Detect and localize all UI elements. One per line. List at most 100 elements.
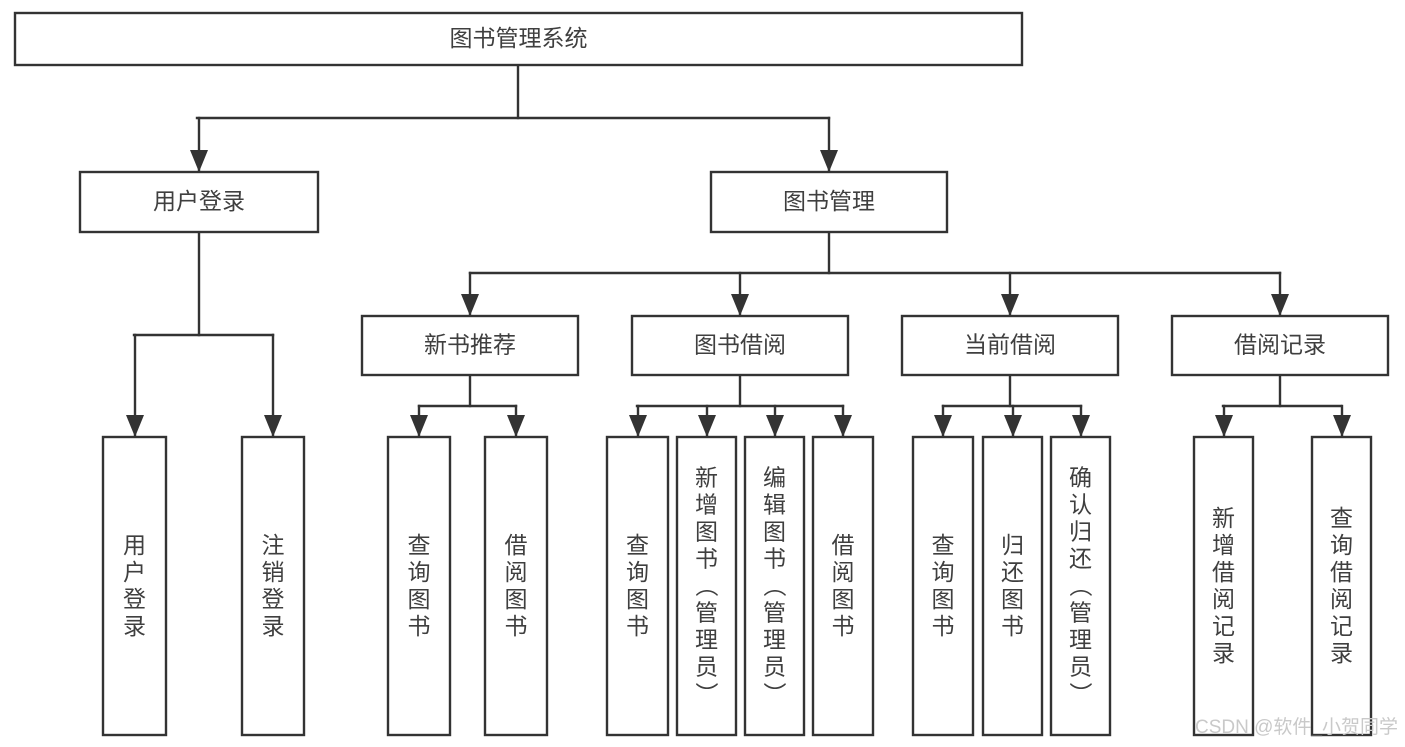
- node-label-char: 书: [932, 613, 955, 639]
- node-label-char: 管: [695, 600, 718, 626]
- node-box-leaf-query-book-b[interactable]: [605, 435, 670, 737]
- connector-arrow-icon: [1215, 415, 1233, 437]
- connector-arrow-icon: [629, 415, 647, 437]
- node-box-user-login[interactable]: [78, 170, 320, 234]
- node-root[interactable]: 图书管理系统: [13, 11, 1024, 67]
- node-user-login[interactable]: 用户登录: [78, 170, 320, 234]
- node-label-char: 增: [1212, 532, 1235, 558]
- node-label-char: 员: [1069, 654, 1092, 680]
- node-label-char: 阅: [505, 559, 528, 585]
- connector-arrow-icon: [1271, 294, 1289, 316]
- connector-arrow-icon: [1072, 415, 1090, 437]
- node-label-char: 图: [626, 586, 649, 612]
- node-label-char: 阅: [832, 559, 855, 585]
- connector-group-bar-borrow-record: [1221, 373, 1343, 408]
- node-leaf-query-book-c[interactable]: 查询图书查询图书: [911, 435, 975, 737]
- node-label-char: 归: [1001, 532, 1024, 558]
- node-label-char: 登: [262, 586, 285, 612]
- node-label-char: 还: [1069, 546, 1092, 572]
- node-label-char: 销: [262, 559, 285, 585]
- node-leaf-query-record[interactable]: 查询借阅记录查询借阅记录: [1310, 435, 1373, 737]
- node-label-char: 图: [763, 519, 786, 545]
- connector-arrow-icon: [507, 415, 525, 437]
- node-label-char: 理: [695, 627, 718, 653]
- node-new-book-recommend[interactable]: 新书推荐: [360, 314, 580, 377]
- node-label-book-manage: 图书管理: [783, 188, 875, 214]
- node-label-char: 书: [832, 613, 855, 639]
- node-label-char: 新: [1212, 505, 1235, 531]
- node-current-borrow[interactable]: 当前借阅: [900, 314, 1120, 377]
- node-label-char: 借: [832, 532, 855, 558]
- node-leaf-logout[interactable]: 注销登录注销登录: [240, 435, 306, 737]
- node-leaf-borrow-book-b[interactable]: 借阅图书借阅图书: [811, 435, 875, 737]
- node-label-char: 书: [505, 613, 528, 639]
- node-label-char: 图: [408, 586, 431, 612]
- connector-group-bar-current-borrow: [941, 373, 1083, 408]
- node-box-leaf-edit-book[interactable]: [743, 435, 806, 737]
- node-book-manage[interactable]: 图书管理: [709, 170, 949, 234]
- node-label-char: 阅: [1212, 586, 1235, 612]
- node-box-leaf-add-book[interactable]: [675, 435, 738, 737]
- connector-arrow-icon: [190, 150, 208, 172]
- node-box-leaf-query-book-c[interactable]: [911, 435, 975, 737]
- node-leaf-query-book-b[interactable]: 查询图书查询图书: [605, 435, 670, 737]
- node-label-char: 新: [695, 465, 718, 491]
- node-box-borrow-record[interactable]: [1170, 314, 1390, 377]
- node-box-leaf-borrow-book-b[interactable]: [811, 435, 875, 737]
- node-leaf-borrow-book-rec[interactable]: 借阅图书借阅图书: [483, 435, 549, 737]
- node-box-leaf-borrow-book-rec[interactable]: [483, 435, 549, 737]
- node-label-char: 记: [1212, 613, 1235, 639]
- node-label-char: 注: [262, 532, 285, 558]
- node-label-char: 辑: [763, 492, 786, 518]
- node-label-char: 户: [123, 559, 146, 585]
- node-label-char: 查: [408, 532, 431, 558]
- node-box-leaf-add-record[interactable]: [1192, 435, 1255, 737]
- node-box-leaf-query-record[interactable]: [1310, 435, 1373, 737]
- node-label-char: 书: [763, 546, 786, 572]
- node-label-char: 图: [695, 519, 718, 545]
- node-label-current-borrow: 当前借阅: [964, 332, 1056, 358]
- node-box-book-borrow[interactable]: [630, 314, 850, 377]
- node-label-char: 图: [505, 586, 528, 612]
- node-label-char: 还: [1001, 559, 1024, 585]
- node-layer: 图书管理系统用户登录图书管理新书推荐图书借阅当前借阅借阅记录用户登录用户登录注销…: [13, 11, 1390, 737]
- node-label-char: （: [762, 574, 788, 597]
- node-label-char: 询: [932, 559, 955, 585]
- node-leaf-return-book[interactable]: 归还图书归还图书: [981, 435, 1044, 737]
- node-label-char: 录: [1212, 640, 1235, 666]
- node-label-char: 书: [1001, 613, 1024, 639]
- node-box-leaf-confirm-return[interactable]: [1049, 435, 1112, 737]
- node-label-char: 查: [932, 532, 955, 558]
- connector-arrow-icon: [698, 415, 716, 437]
- connector-group-bar-book-manage: [468, 230, 1282, 275]
- node-box-current-borrow[interactable]: [900, 314, 1120, 377]
- connector-layer: [126, 63, 1351, 438]
- node-leaf-query-book-rec[interactable]: 查询图书查询图书: [386, 435, 452, 737]
- node-label-char: 图: [932, 586, 955, 612]
- node-box-leaf-logout[interactable]: [240, 435, 306, 737]
- node-box-book-manage[interactable]: [709, 170, 949, 234]
- node-label-char: 增: [695, 492, 718, 518]
- node-book-borrow[interactable]: 图书借阅: [630, 314, 850, 377]
- node-box-root[interactable]: [13, 11, 1024, 67]
- connector-group-bar-new-book-recommend: [417, 373, 518, 408]
- node-box-leaf-user-login[interactable]: [101, 435, 168, 737]
- connector-arrow-icon: [820, 150, 838, 172]
- node-leaf-add-record[interactable]: 新增借阅记录新增借阅记录: [1192, 435, 1255, 737]
- connector-arrow-icon: [461, 294, 479, 316]
- connector-arrow-icon: [1004, 415, 1022, 437]
- node-box-leaf-query-book-rec[interactable]: [386, 435, 452, 737]
- node-label-char: 录: [123, 613, 146, 639]
- node-box-new-book-recommend[interactable]: [360, 314, 580, 377]
- node-label-char: 借: [1212, 559, 1235, 585]
- node-box-leaf-return-book[interactable]: [981, 435, 1044, 737]
- node-label-char: 阅: [1330, 586, 1353, 612]
- node-borrow-record[interactable]: 借阅记录: [1170, 314, 1390, 377]
- node-label-book-borrow: 图书借阅: [694, 332, 786, 358]
- node-leaf-user-login[interactable]: 用户登录用户登录: [101, 435, 168, 737]
- connector-arrow-icon: [126, 415, 144, 437]
- node-label-char: 查: [1330, 505, 1353, 531]
